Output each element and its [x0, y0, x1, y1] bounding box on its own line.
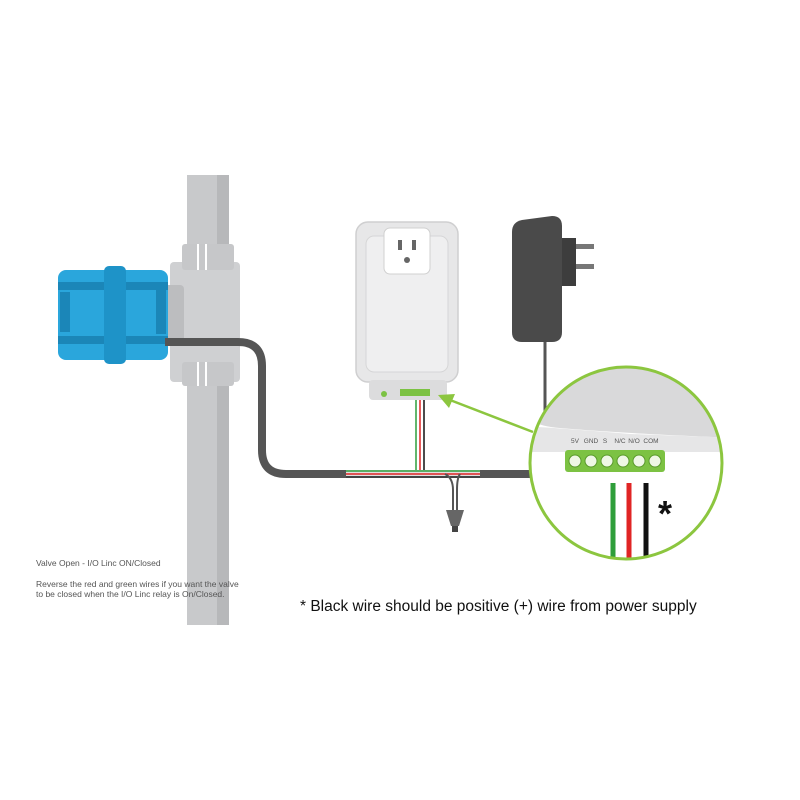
terminal-screws — [568, 454, 662, 468]
terminal-label-gnd: GND — [584, 438, 599, 445]
cable — [165, 338, 535, 478]
wire-splitter — [444, 473, 464, 532]
callout-arrow — [438, 394, 534, 434]
controller-wires — [415, 400, 425, 470]
note-heading: Valve Open - I/O Linc ON/Closed — [36, 558, 161, 568]
terminal-label-com: COM — [643, 438, 658, 445]
water-pipe — [160, 175, 240, 625]
terminal-label-no: N/O — [628, 438, 640, 445]
power-adapter — [512, 216, 594, 420]
terminal-labels: 5V GND S N/C N/O COM — [571, 438, 659, 445]
asterisk-marker: * — [658, 493, 672, 534]
zoom-callout: 5V GND S N/C N/O COM * — [528, 365, 724, 561]
terminal-label-s: S — [603, 438, 608, 445]
valve-actuator — [58, 266, 168, 364]
io-linc-controller — [355, 221, 459, 400]
wiring-note: Valve Open - I/O Linc ON/Closed Reverse … — [36, 558, 246, 610]
power-caption: * Black wire should be positive (+) wire… — [300, 598, 697, 615]
terminal-label-5v: 5V — [571, 438, 580, 445]
terminal-wires — [610, 483, 649, 559]
note-body: Reverse the red and green wires if you w… — [36, 578, 239, 600]
terminal-label-nc: N/C — [614, 438, 626, 445]
